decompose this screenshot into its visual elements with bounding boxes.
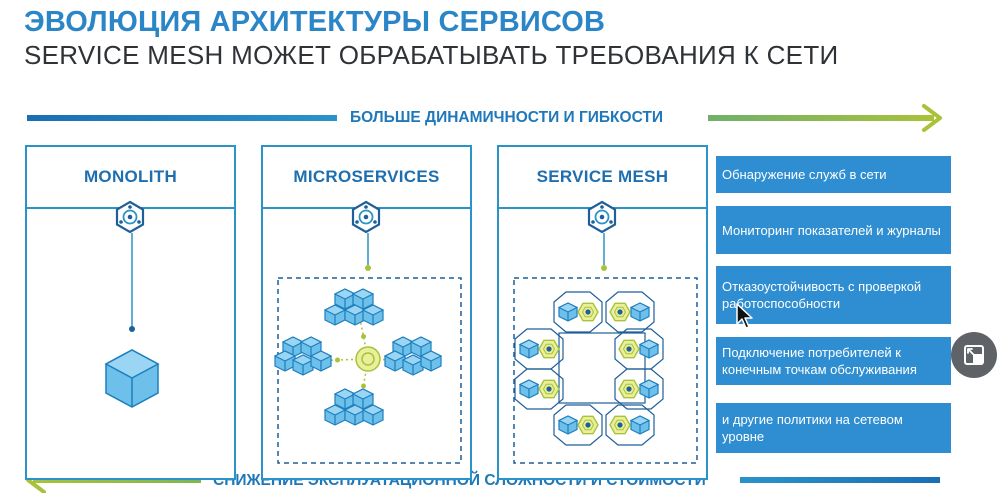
microservice-cube [323, 404, 347, 426]
feature-resilience: Отказоустойчивость с проверкой работоспо… [716, 266, 951, 324]
mesh-sidecar-proxy-icon [609, 302, 631, 322]
mesh-service-cube [629, 302, 651, 322]
service-mesh-column: SERVICE MESH [497, 145, 708, 480]
microservices-column: MICROSERVICES [261, 145, 472, 480]
feature-other-policies-label: и другие политики на сетевом уровне [722, 412, 903, 444]
bottom-arrow-right-shaft [740, 477, 940, 483]
microservice-cube [383, 350, 407, 372]
mesh-service-cube [518, 339, 540, 359]
slide-title: ЭВОЛЮЦИЯ АРХИТЕКТУРЫ СЕРВИСОВ [24, 6, 606, 38]
picture-in-picture-icon [964, 345, 984, 365]
feature-service-discovery: Обнаружение служб в сети [716, 156, 951, 193]
mesh-service-cube [638, 379, 660, 399]
microservice-cube [401, 354, 425, 376]
mesh-service-cube [557, 302, 579, 322]
microservices-boundary [277, 277, 462, 464]
mouse-pointer-icon [736, 303, 753, 329]
microservice-cube [419, 350, 443, 372]
monolith-column: MONOLITH [25, 145, 236, 480]
microservice-cube [351, 388, 375, 410]
microservice-cube [333, 288, 357, 310]
picture-in-picture-button[interactable] [951, 332, 997, 378]
mesh-service-cube [557, 415, 579, 435]
monolith-cube-icon [104, 349, 160, 408]
mesh-sidecar-proxy-icon [577, 415, 599, 435]
mesh-service-cube [638, 339, 660, 359]
slide-subtitle: SERVICE MESH МОЖЕТ ОБРАБАТЫВАТЬ ТРЕБОВАН… [24, 40, 839, 70]
mesh-service-cube [518, 379, 540, 399]
microservice-cube [343, 404, 367, 426]
feature-service-discovery-label: Обнаружение служб в сети [722, 167, 887, 182]
mesh-sidecar-proxy-icon [618, 379, 640, 399]
feature-consumer-connection-label: Подключение потребителей к конечным точк… [722, 345, 917, 377]
microservice-cube [361, 404, 385, 426]
microservices-hub-icon [355, 346, 381, 372]
microservice-cube [309, 350, 333, 372]
microservice-cube [343, 304, 367, 326]
feature-consumer-connection: Подключение потребителей к конечным точк… [716, 337, 951, 385]
service-mesh-diagram [513, 233, 698, 464]
feature-monitoring-label: Мониторинг показателей и журналы [722, 222, 941, 238]
top-arrow-head [922, 104, 942, 132]
monolith-link-dot [129, 326, 135, 332]
microservice-cube [323, 304, 347, 326]
feature-other-policies: и другие политики на сетевом уровне [716, 403, 951, 453]
mesh-sidecar-proxy-icon [609, 415, 631, 435]
microservice-cube [299, 336, 323, 358]
mesh-sidecar-proxy-icon [538, 379, 560, 399]
mesh-sidecar-proxy-icon [618, 339, 640, 359]
top-arrow-right-shaft [708, 115, 934, 121]
top-arrow-left-shaft [27, 115, 337, 121]
mesh-service-cube [629, 415, 651, 435]
mesh-sidecar-proxy-icon [577, 302, 599, 322]
mesh-sidecar-proxy-icon [538, 339, 560, 359]
monolith-diagram [104, 233, 160, 408]
feature-monitoring: Мониторинг показателей и журналы [716, 206, 951, 254]
microservices-diagram [273, 233, 462, 464]
microservice-cube [273, 350, 297, 372]
flexibility-arrow-label: БОЛЬШЕ ДИНАМИЧНОСТИ И ГИБКОСТИ [350, 109, 663, 126]
microservice-cube [291, 354, 315, 376]
microservice-cube [361, 304, 385, 326]
service-mesh-boundary [513, 277, 698, 464]
feature-resilience-label: Отказоустойчивость с проверкой работоспо… [722, 279, 922, 311]
